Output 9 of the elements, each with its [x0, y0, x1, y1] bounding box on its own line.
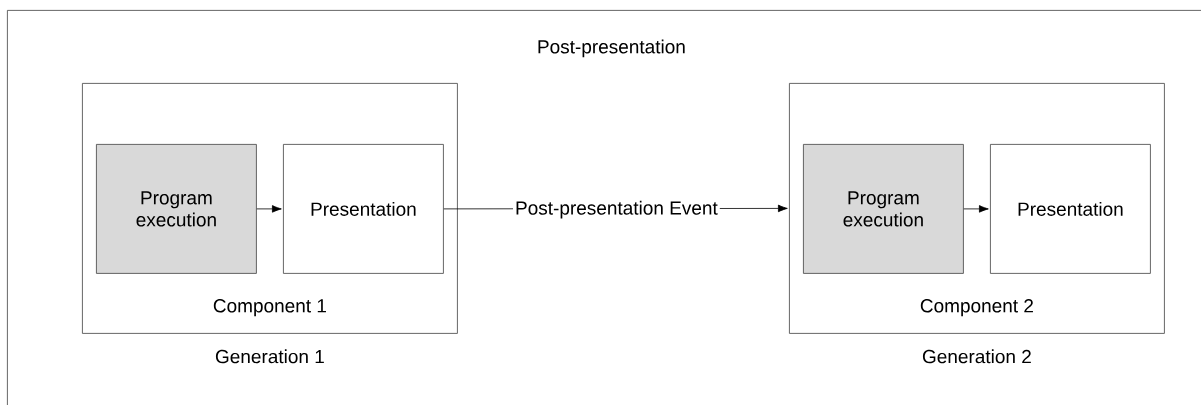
- arrow: [963, 205, 989, 213]
- process-box: Program execution: [803, 144, 964, 274]
- node-label: Generation 1: [215, 349, 324, 364]
- edge-label: Post-presentation Event: [513, 198, 720, 221]
- arrow: [256, 205, 282, 213]
- process-box: Program execution: [96, 144, 257, 274]
- process-box: Presentation: [990, 144, 1151, 274]
- process-box: Presentation: [283, 144, 444, 274]
- node-label: Generation 2: [922, 349, 1031, 364]
